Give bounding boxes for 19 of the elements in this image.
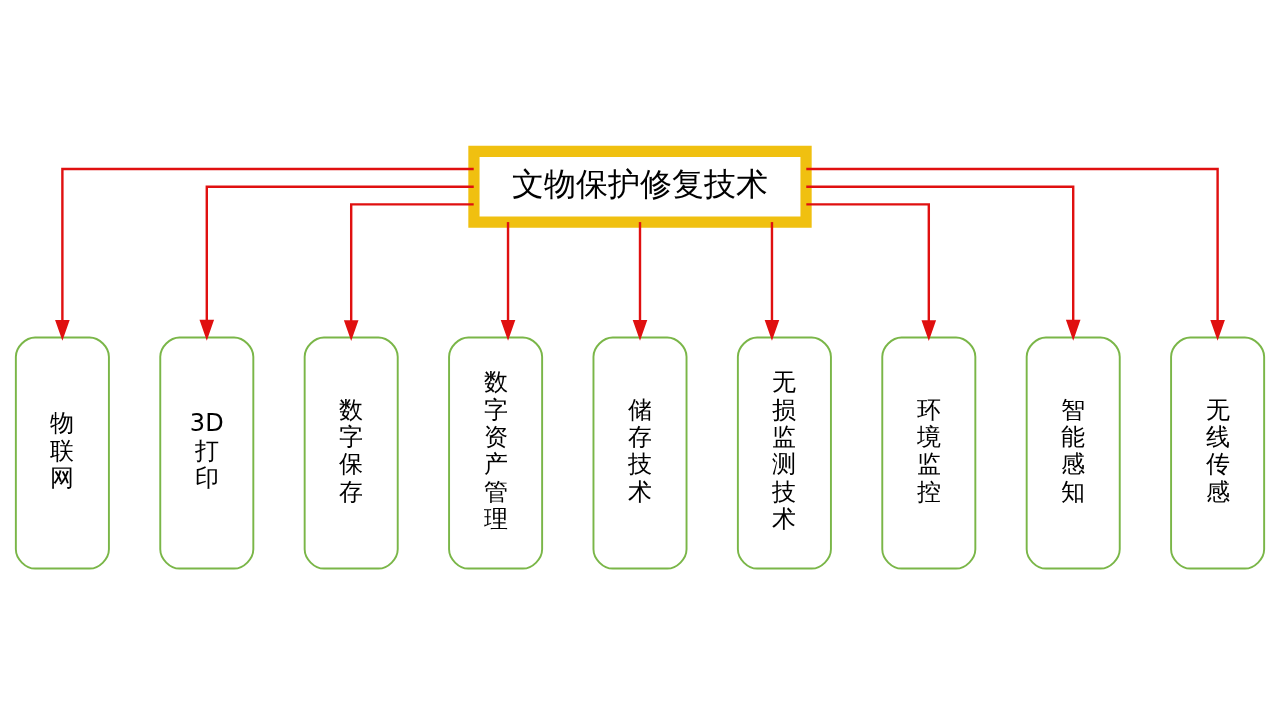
arrow <box>806 203 937 342</box>
arrow <box>764 222 780 341</box>
node-box: 无损监测技术 <box>736 336 832 570</box>
arrow <box>343 203 474 342</box>
arrow <box>806 167 1225 341</box>
arrow <box>55 167 474 341</box>
arrow <box>632 222 648 341</box>
node-box: 智能感知 <box>1025 336 1121 570</box>
node-box: 储存技术 <box>592 336 688 570</box>
node-box: 3D打印 <box>159 336 255 570</box>
arrow <box>199 185 474 341</box>
node-box: 无线传感 <box>1170 336 1266 570</box>
node-box: 数字保存 <box>303 336 399 570</box>
node-box: 文物保护修复技术 <box>468 145 812 228</box>
arrow <box>500 222 516 341</box>
node-box: 数字资产管理 <box>448 336 544 570</box>
node-box: 物联网 <box>14 336 110 570</box>
arrow <box>806 185 1081 341</box>
node-box: 环境监控 <box>881 336 977 570</box>
